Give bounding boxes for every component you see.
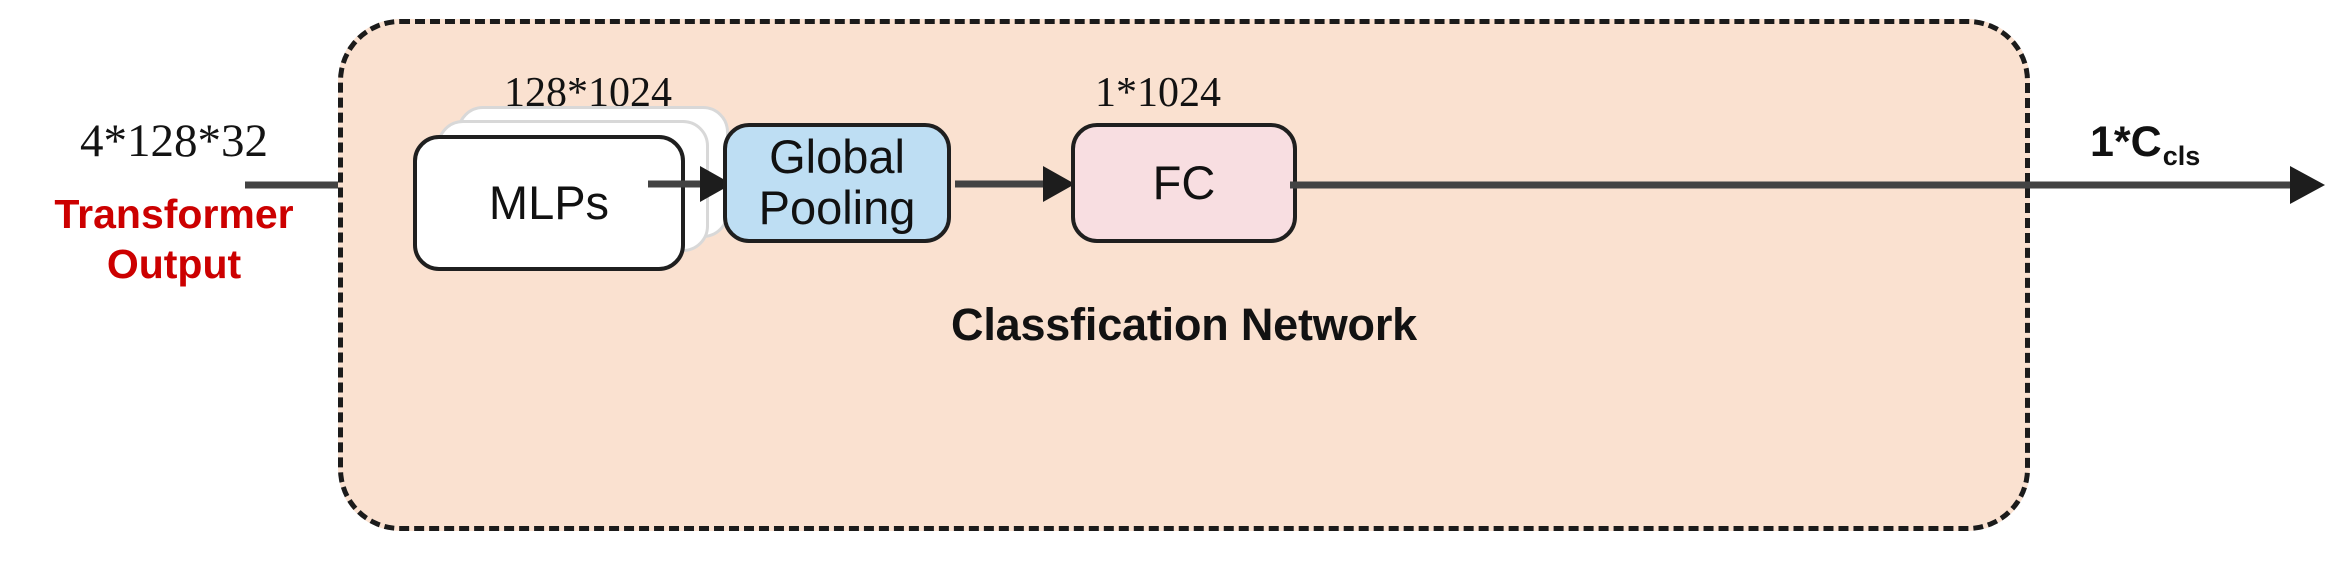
fc-node-label: FC — [1152, 155, 1216, 209]
input-label-group: 4*128*32 Transformer Output — [24, 112, 324, 289]
global-pooling-label-line-1: Global — [769, 130, 905, 184]
arrow-fc-to-output — [1290, 166, 2325, 204]
global-pooling-label-line-2: Pooling — [758, 181, 916, 234]
output-shape-subscript: cls — [2162, 141, 2201, 171]
network-caption: Classfication Network — [951, 299, 1417, 350]
input-source-label: Transformer Output — [24, 189, 324, 289]
output-shape-main: 1*C — [2090, 118, 2162, 166]
global-pooling-dim-label: 1*1024 — [1095, 70, 1221, 116]
output-shape-label: 1*Ccls — [2090, 118, 2200, 171]
classification-network-container: 128*1024 1*1024 MLPs Global Pooling FC — [338, 19, 2030, 531]
input-shape-label: 4*128*32 — [80, 115, 268, 167]
mlps-node[interactable]: MLPs — [413, 135, 685, 271]
mlps-stack-group: MLPs — [413, 106, 763, 271]
arrow-global-pooling-to-fc — [955, 166, 1075, 202]
mlps-node-label: MLPs — [488, 175, 610, 229]
fc-node[interactable]: FC — [1071, 123, 1297, 243]
global-pooling-node[interactable]: Global Pooling — [723, 123, 951, 243]
input-source-line-2: Output — [106, 240, 242, 287]
input-source-line-1: Transformer — [54, 190, 294, 237]
arrow-mlps-to-global-pooling — [648, 166, 732, 202]
